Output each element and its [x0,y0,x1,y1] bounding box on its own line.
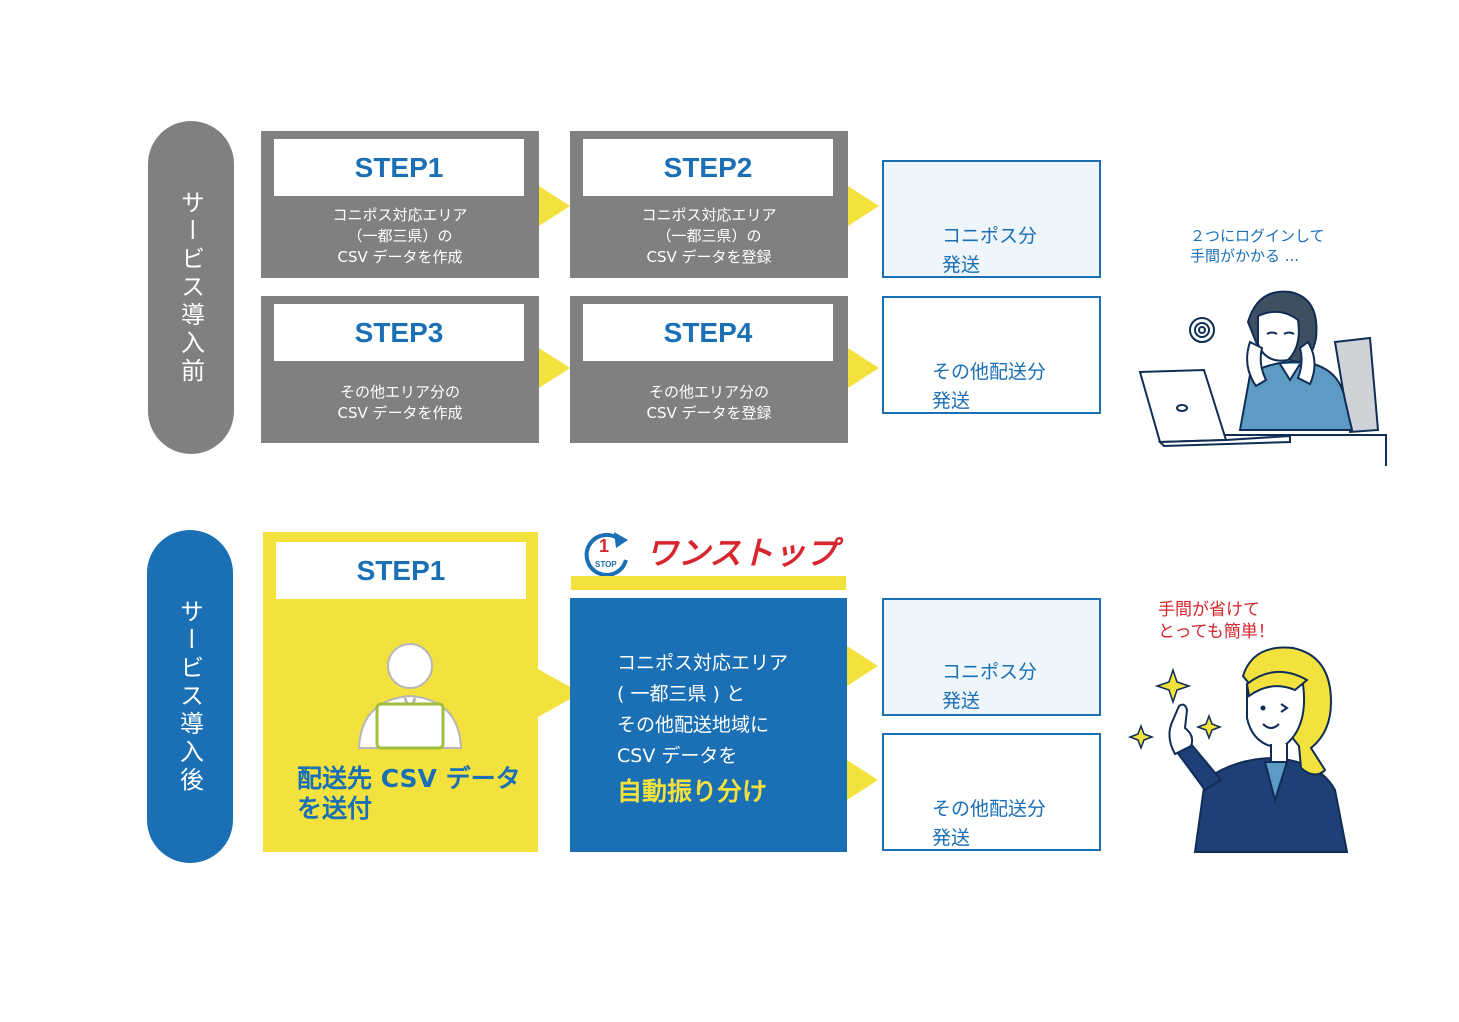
after-step1-desc: 配送先 CSV データ を送付 [297,764,521,823]
after-output-conipos: コニポス分 発送 [882,598,1101,716]
before-step3-desc: その他エリア分の CSV データを作成 [337,383,463,422]
arrow-step3-to-step4 [539,348,570,388]
before-output-conipos: コニポス分 発送 [882,160,1101,278]
onestop-badge-icon [584,532,628,577]
person-laptop-icon [357,643,463,750]
before-step4-box: STEP4 その他エリア分の CSV データを登録 [570,296,848,443]
before-step2-title: STEP2 [583,139,833,196]
before-step4-title: STEP4 [583,304,833,361]
arrow-onestop-to-other [847,760,878,800]
onestop-badge-word: STOP [595,560,617,569]
after-step1-box: STEP1 配送先 CSV データ を送付 [263,532,538,852]
after-output-other-text: その他配送分 発送 [932,798,1047,849]
after-output-other: その他配送分 発送 [882,733,1101,851]
after-step1-title: STEP1 [276,542,526,599]
after-center-box: コニポス対応エリア ( 一都三県 ) と その他配送地域に CSV データを 自… [570,598,847,852]
before-step3-title: STEP3 [274,304,524,361]
before-step3-box: STEP3 その他エリア分の CSV データを作成 [261,296,539,443]
before-output-other-text: その他配送分 発送 [932,361,1047,412]
after-side-label-text: サービス導入後 [175,598,204,795]
before-output-conipos-text: コニポス分 発送 [942,225,1038,276]
arrow-step1-to-step2 [539,186,570,226]
before-step1-box: STEP1 コニポス対応エリア （一都三県）の CSV データを作成 [261,131,539,278]
before-side-label-text: サービス導入前 [176,189,205,386]
before-side-label: サービス導入前 [148,121,234,454]
onestop-title: ワンストップ [646,534,838,572]
happy-woman-illustration [1127,646,1349,853]
arrow-step4-to-output [848,348,879,388]
before-note: ２つにログインして 手間がかかる ... [1190,227,1325,265]
before-output-other: その他配送分 発送 [882,296,1101,414]
after-center-highlight: 自動振り分け [617,777,768,806]
before-step2-box: STEP2 コニポス対応エリア （一都三県）の CSV データを登録 [570,131,848,278]
before-step2-desc: コニポス対応エリア （一都三県）の CSV データを登録 [641,206,777,266]
after-note: 手間が省けて とっても簡単！ [1158,600,1275,642]
before-step1-title: STEP1 [274,139,524,196]
arrow-step2-to-output [848,186,879,226]
onestop-underline [571,576,846,590]
worried-woman-illustration [1138,290,1387,466]
after-side-label: サービス導入後 [147,530,233,863]
before-step4-desc: その他エリア分の CSV データを登録 [646,383,772,422]
after-output-conipos-text: コニポス分 発送 [942,661,1038,712]
after-center-desc: コニポス対応エリア ( 一都三県 ) と その他配送地域に CSV データを [617,652,789,767]
arrow-step1-to-onestop [538,669,581,717]
onestop-badge-number: 1 [599,536,610,556]
arrow-onestop-to-conipos [847,646,878,686]
before-step1-desc: コニポス対応エリア （一都三県）の CSV データを作成 [332,206,468,266]
